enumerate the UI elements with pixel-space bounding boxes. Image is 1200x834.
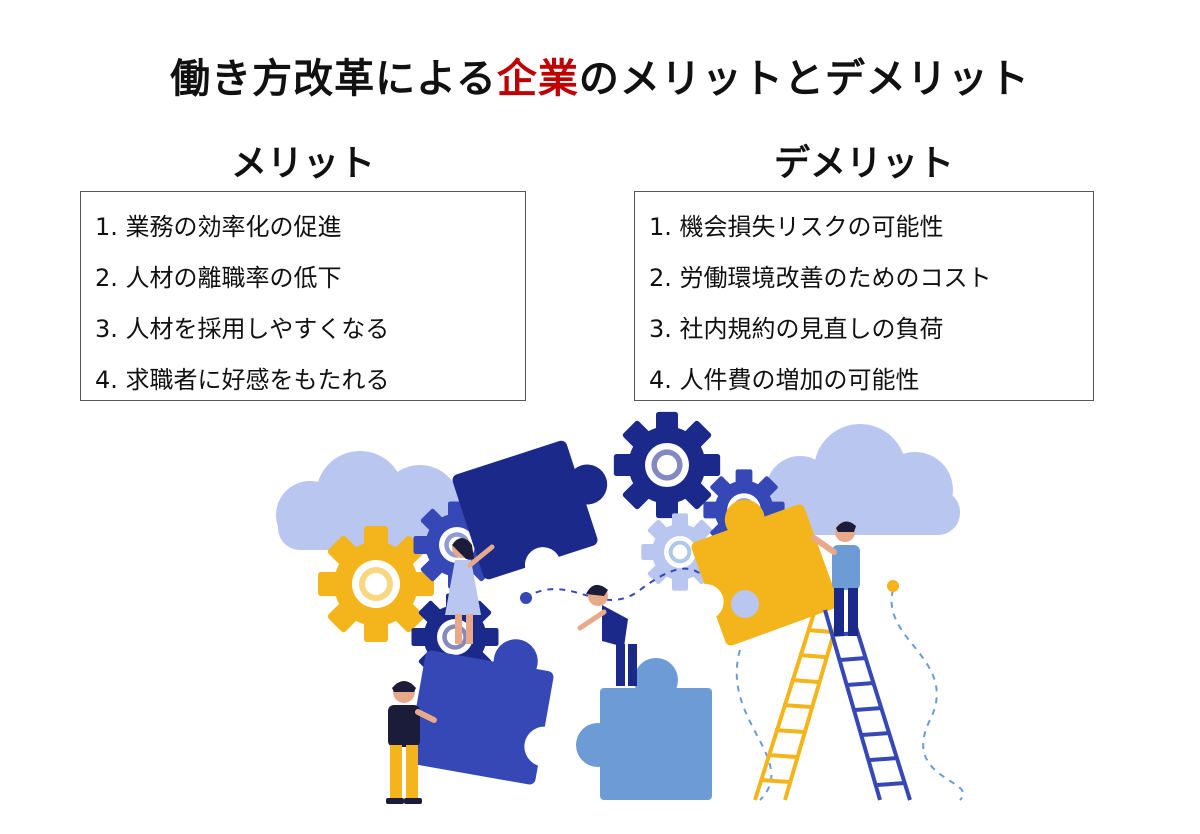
person-woman-bending	[577, 584, 637, 686]
demerit-item: 4. 人件費の増加の可能性	[649, 366, 920, 394]
teamwork-illustration	[276, 411, 965, 804]
puzzle-piece-lightblue	[576, 658, 712, 800]
demerit-item: 2. 労働環境改善のためのコスト	[649, 264, 992, 292]
merit-item: 3. 人材を採用しやすくなる	[95, 315, 390, 343]
person-on-ladder	[811, 521, 860, 636]
demerit-item: 1. 機会損失リスクの可能性	[649, 213, 944, 241]
path-dot-yellow	[887, 580, 899, 592]
title-highlight: 企業	[496, 56, 579, 102]
puzzle-knob	[731, 590, 759, 618]
title-text-before: 働き方改革による	[170, 56, 497, 102]
cloud-right	[766, 424, 960, 535]
merit-item: 2. 人材の離職率の低下	[95, 264, 342, 292]
merits-heading: メリット	[230, 143, 375, 184]
merits-list: 1. 業務の効率化の促進 2. 人材の離職率の低下 3. 人材を採用しやすくなる…	[95, 202, 525, 406]
demerits-list-box: 1. 機会損失リスクの可能性 2. 労働環境改善のためのコスト 3. 社内規約の…	[634, 191, 1094, 401]
puzzle-piece-navy	[452, 440, 608, 584]
merit-item: 1. 業務の効率化の促進	[95, 213, 342, 241]
dashed-path-lower	[735, 649, 773, 801]
merit-item: 4. 求職者に好感をもたれる	[95, 366, 390, 394]
person-woman-blue-dress	[445, 538, 495, 644]
dashed-path	[524, 567, 721, 601]
merits-list-box: 1. 業務の効率化の促進 2. 人材の離職率の低下 3. 人材を採用しやすくなる…	[80, 191, 526, 401]
demerits-list: 1. 機会損失リスクの可能性 2. 労働環境改善のためのコスト 3. 社内規約の…	[649, 202, 1093, 406]
ladder-blue	[823, 607, 912, 801]
ladder-yellow	[753, 609, 842, 801]
demerits-heading: デメリット	[773, 143, 954, 184]
path-dot	[520, 592, 532, 604]
title-text-after: のメリットとデメリット	[578, 56, 1030, 102]
puzzle-piece-yellow	[687, 499, 839, 646]
demerit-item: 3. 社内規約の見直しの負荷	[649, 315, 944, 343]
dashed-path-right	[890, 589, 965, 801]
page-title: 働き方改革による企業のメリットとデメリット	[0, 46, 1200, 104]
puzzle-piece-blue	[407, 639, 565, 785]
person-man-yellow-pants	[386, 681, 437, 804]
